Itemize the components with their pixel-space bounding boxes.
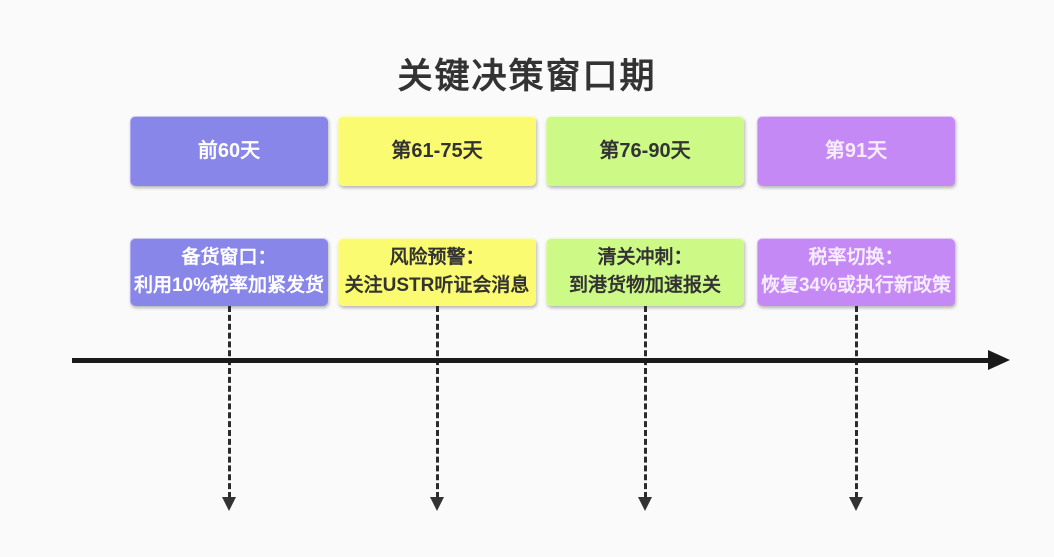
down-arrowhead-icon: [849, 497, 863, 511]
diagram-title: 关键决策窗口期: [397, 57, 657, 96]
dashed-connector: [227, 306, 231, 498]
down-arrowhead-icon: [638, 497, 652, 511]
action-title: 备货窗口：: [181, 247, 277, 269]
timeline-axis: [72, 358, 990, 363]
phase-column-3: 第76-90天 清关冲刺： 到港货物加速报关: [546, 116, 744, 536]
action-detail: 到港货物加速报关: [568, 275, 721, 296]
down-arrowhead-icon: [222, 497, 236, 511]
phase-period-box: 第76-90天: [546, 116, 744, 186]
phase-column-1: 前60天 备货窗口： 利用10%税率加紧发货: [130, 116, 328, 536]
phase-column-4: 第91天 税率切换： 恢复34%或执行新政策: [757, 116, 955, 536]
phase-period-box: 第61-75天: [338, 116, 536, 186]
phase-column-2: 第61-75天 风险预警： 关注USTR听证会消息: [338, 116, 536, 536]
phase-action-box: 备货窗口： 利用10%税率加紧发货: [130, 238, 328, 306]
action-title: 税率切换：: [808, 247, 904, 269]
action-detail: 恢复34%或执行新政策: [760, 275, 952, 296]
phase-action-box: 风险预警： 关注USTR听证会消息: [338, 238, 536, 306]
down-arrowhead-icon: [430, 497, 444, 511]
phase-action-box: 税率切换： 恢复34%或执行新政策: [757, 238, 955, 306]
phase-period-box: 前60天: [130, 116, 328, 186]
dashed-connector: [854, 306, 858, 498]
phase-period-box: 第91天: [757, 116, 955, 186]
action-title: 清关冲刺：: [597, 247, 693, 269]
dashed-connector: [435, 306, 439, 498]
action-detail: 利用10%税率加紧发货: [133, 275, 325, 296]
right-arrowhead-icon: [988, 350, 1010, 370]
action-title: 风险预警：: [389, 247, 485, 269]
action-detail: 关注USTR听证会消息: [344, 275, 530, 296]
dashed-connector: [643, 306, 647, 498]
phase-action-box: 清关冲刺： 到港货物加速报关: [546, 238, 744, 306]
